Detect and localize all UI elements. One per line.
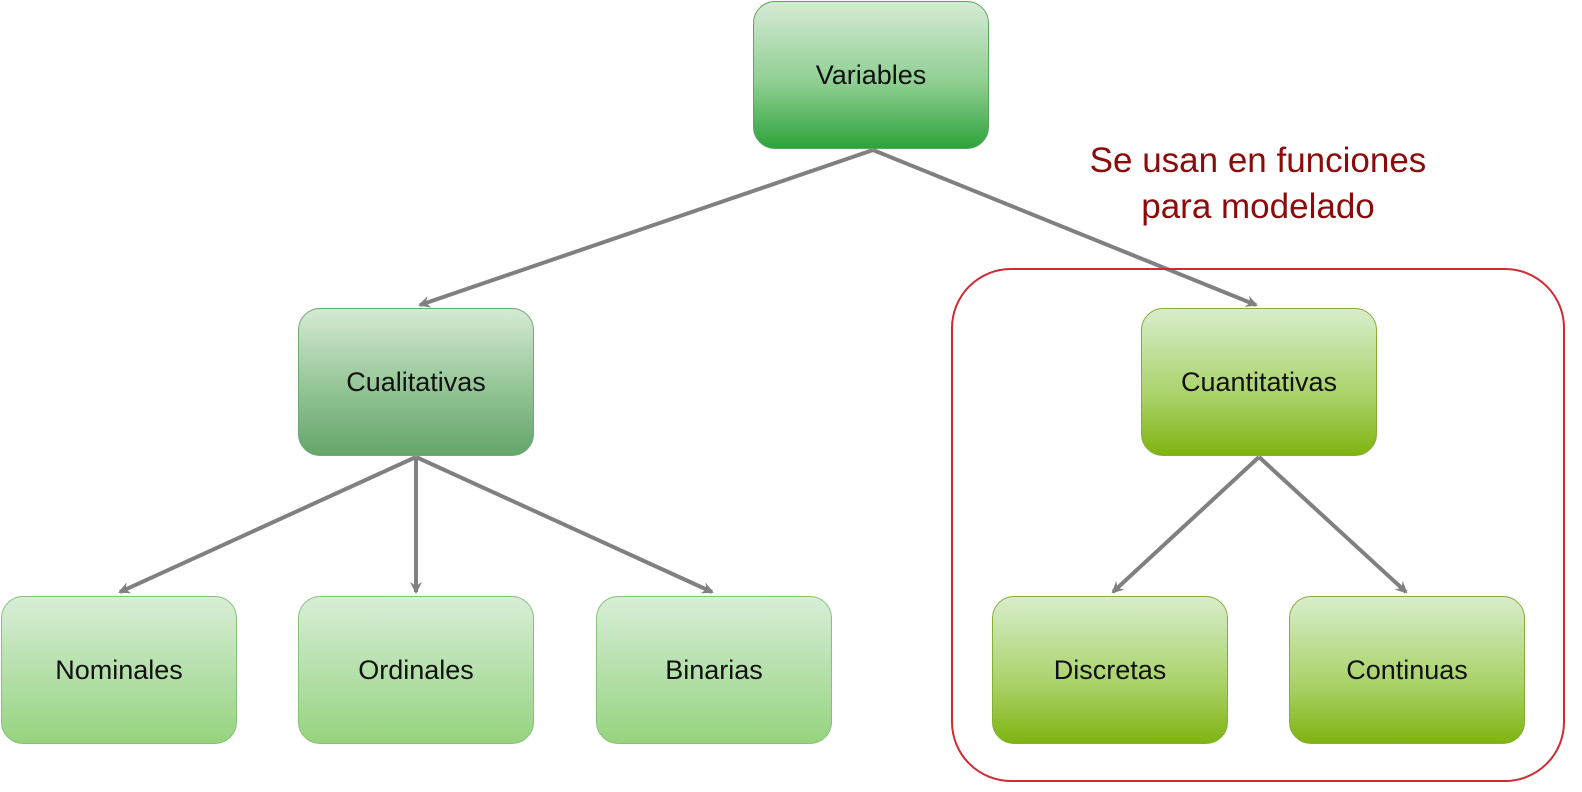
edge-quantitative-to-discrete	[1111, 455, 1261, 594]
node-binarias[interactable]: Binarias	[596, 596, 832, 744]
node-nominales-label: Nominales	[55, 654, 183, 685]
node-cuantitativas[interactable]: Cuantitativas	[1141, 308, 1377, 456]
node-cualitativas-label: Cualitativas	[346, 366, 486, 397]
quantitative-group-outline	[951, 268, 1565, 782]
node-ordinales-label: Ordinales	[358, 654, 474, 685]
node-cuantitativas-label: Cuantitativas	[1180, 366, 1338, 397]
node-discretas-label: Discretas	[1053, 654, 1167, 685]
edge-root-to-qualitative	[418, 148, 874, 308]
node-ordinales[interactable]: Ordinales	[298, 596, 534, 744]
node-cualitativas[interactable]: Cualitativas	[298, 308, 534, 456]
group-annotation: Se usan en funciones para modelado	[1089, 141, 1427, 226]
node-discretas[interactable]: Discretas	[992, 596, 1228, 744]
node-variables-label: Variables	[815, 59, 927, 90]
node-nominales[interactable]: Nominales	[1, 596, 237, 744]
edge-qualitative-to-binary	[415, 455, 714, 594]
edge-quantitative-to-continuous	[1257, 455, 1408, 594]
node-variables[interactable]: Variables	[753, 1, 989, 149]
edge-qualitative-to-nominal	[118, 455, 417, 594]
edge-root-to-quantitative	[872, 148, 1258, 307]
node-continuas[interactable]: Continuas	[1289, 596, 1525, 744]
node-continuas-label: Continuas	[1346, 654, 1468, 685]
node-binarias-label: Binarias	[665, 654, 763, 685]
